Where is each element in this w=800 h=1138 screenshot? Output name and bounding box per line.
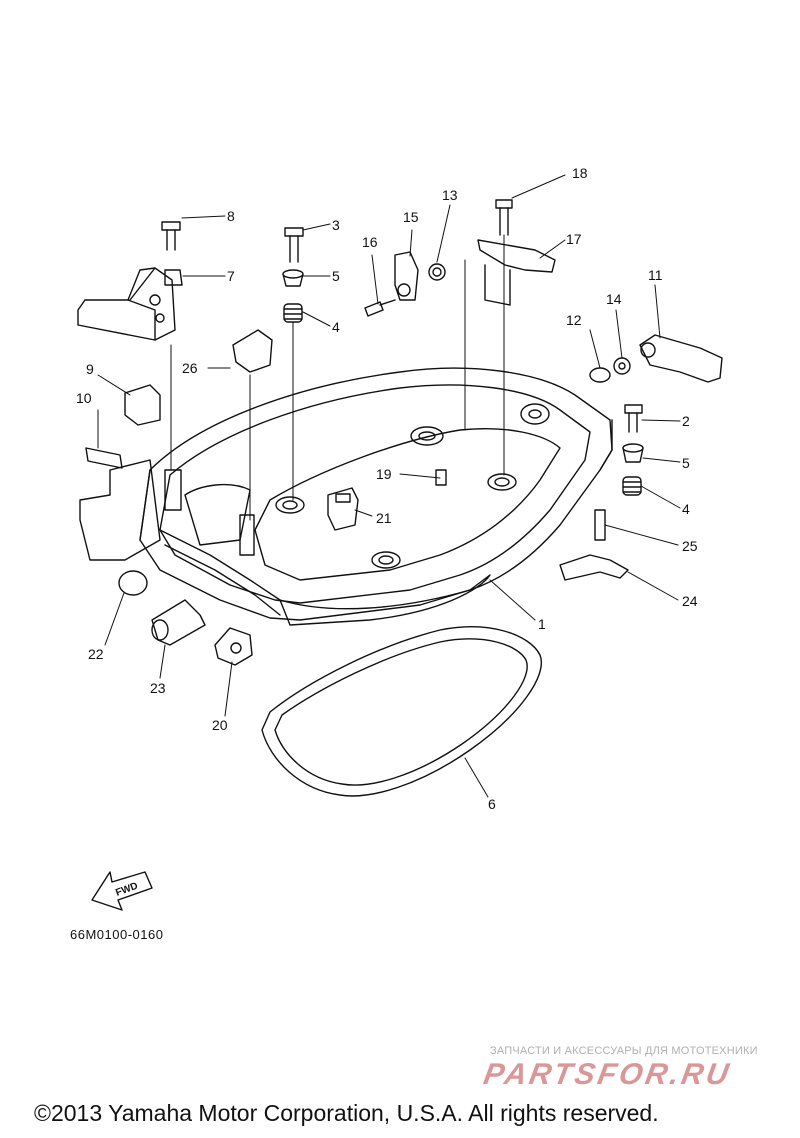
callout-7: 7 bbox=[227, 268, 235, 284]
callout-3: 3 bbox=[332, 217, 340, 233]
callout-2: 2 bbox=[682, 413, 690, 429]
watermark-logo: PARTSFOR.RU bbox=[481, 1058, 734, 1091]
fwd-label: FWD bbox=[114, 881, 139, 899]
callout-5-right: 5 bbox=[682, 455, 690, 471]
callout-4-right: 4 bbox=[682, 501, 690, 517]
callout-labels: 1 2 3 4 4 5 5 6 7 8 9 10 11 12 13 14 15 … bbox=[76, 165, 698, 812]
plugs-center bbox=[327, 469, 447, 531]
copyright-notice: ©2013 Yamaha Motor Corporation, U.S.A. A… bbox=[34, 1100, 659, 1126]
plate-bolt bbox=[477, 199, 556, 306]
callout-13: 13 bbox=[442, 187, 458, 203]
seal-gasket bbox=[261, 626, 542, 797]
callout-1: 1 bbox=[538, 616, 546, 632]
leader-lines bbox=[97, 174, 681, 798]
callout-6: 6 bbox=[488, 796, 496, 812]
lever-assembly bbox=[364, 251, 446, 317]
callout-17: 17 bbox=[566, 231, 582, 247]
callout-12: 12 bbox=[566, 312, 582, 328]
bolt-collar-grommet-right bbox=[622, 404, 644, 496]
callout-14: 14 bbox=[606, 291, 622, 307]
bracket-assembly bbox=[77, 221, 183, 341]
grommets-bottom bbox=[118, 570, 253, 666]
callout-22: 22 bbox=[88, 646, 104, 662]
callout-21: 21 bbox=[376, 510, 392, 526]
bolt-collar-grommet-top bbox=[282, 227, 304, 323]
callout-5-top: 5 bbox=[332, 268, 340, 284]
callout-18: 18 bbox=[572, 165, 588, 181]
callout-26: 26 bbox=[182, 360, 198, 376]
bottom-cowling bbox=[79, 367, 613, 626]
callout-8: 8 bbox=[227, 208, 235, 224]
callout-19: 19 bbox=[376, 466, 392, 482]
callout-24: 24 bbox=[682, 593, 698, 609]
callout-15: 15 bbox=[403, 209, 419, 225]
lever-right bbox=[589, 334, 723, 383]
watermark-tagline: ЗАПЧАСТИ И АКСЕССУАРЫ ДЛЯ МОТОТЕХНИКИ bbox=[490, 1045, 758, 1057]
callout-10: 10 bbox=[76, 390, 92, 406]
small-parts-left bbox=[85, 329, 273, 469]
fwd-arrow-icon bbox=[91, 871, 153, 911]
callout-9: 9 bbox=[86, 361, 94, 377]
callout-16: 16 bbox=[362, 234, 378, 250]
clip-bolt bbox=[559, 509, 629, 581]
callout-11: 11 bbox=[648, 267, 663, 283]
callout-25: 25 bbox=[682, 538, 698, 554]
callout-20: 20 bbox=[212, 717, 228, 733]
callout-23: 23 bbox=[150, 680, 166, 696]
diagram-code: 66M0100-0160 bbox=[70, 927, 164, 942]
callout-4-top: 4 bbox=[332, 319, 340, 335]
